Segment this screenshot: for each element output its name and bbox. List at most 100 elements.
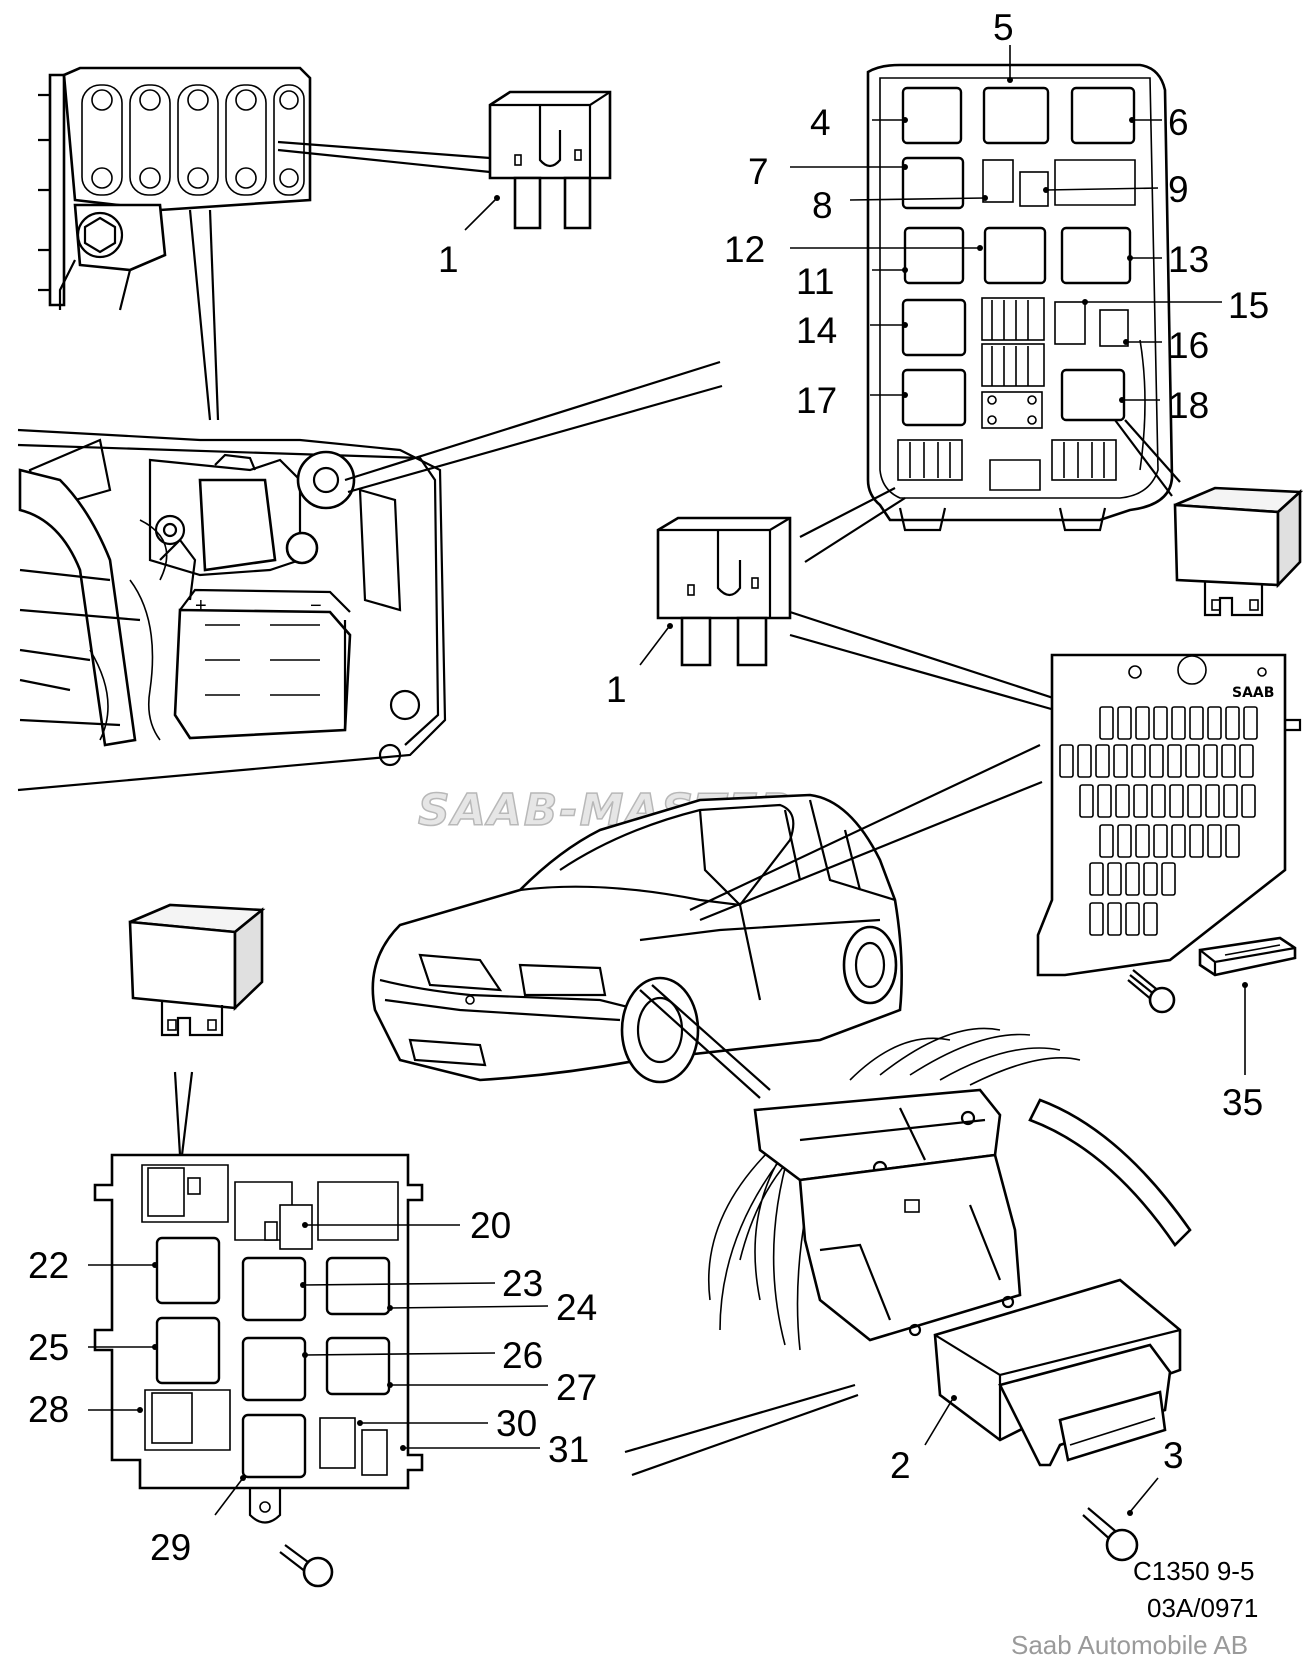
callout-20: 20 <box>470 1205 511 1246</box>
engine-bay-view: + − <box>17 428 447 792</box>
fuse-slot <box>1161 862 1176 896</box>
callout-1-top: 1 <box>438 239 459 280</box>
fuse-slot <box>1239 744 1254 778</box>
fuse-slot <box>1243 706 1258 740</box>
fuse-slot <box>1079 784 1094 818</box>
fuse-slot <box>1143 902 1158 936</box>
fuse-slot <box>1167 744 1182 778</box>
interior-fuse-box: SAAB <box>1036 653 1302 977</box>
callout-22: 22 <box>28 1245 69 1286</box>
callout-7: 7 <box>748 151 769 192</box>
fuse-slot <box>1133 784 1148 818</box>
leaders-engine-box <box>790 45 1222 401</box>
callout-12: 12 <box>724 229 765 270</box>
fuse-slot <box>1135 824 1150 858</box>
engine-fuse-relay-box <box>866 63 1174 532</box>
callout-31: 31 <box>548 1429 589 1470</box>
fuse-slot <box>1207 824 1222 858</box>
fuse-box-brand: SAAB <box>1232 685 1274 701</box>
svg-text:−: − <box>310 595 322 617</box>
callout-26: 26 <box>502 1335 543 1376</box>
callout-1-middle: 1 <box>606 669 627 710</box>
callout-5: 5 <box>993 7 1014 48</box>
screw-module <box>1082 1507 1139 1562</box>
fuse-slot <box>1241 784 1256 818</box>
fuse-slot <box>1205 784 1220 818</box>
callout-23: 23 <box>502 1263 543 1304</box>
callout-27: 27 <box>556 1367 597 1408</box>
screw-relay-box <box>279 1544 334 1588</box>
callout-25: 25 <box>28 1327 69 1368</box>
callout-18: 18 <box>1168 385 1209 426</box>
fuse-slot <box>1187 784 1202 818</box>
callout-28: 28 <box>28 1389 69 1430</box>
fuse-slot <box>1225 824 1240 858</box>
callout-13: 13 <box>1168 239 1209 280</box>
fuse-slot <box>1171 706 1186 740</box>
fuse-clip <box>1198 936 1297 977</box>
callout-16: 16 <box>1168 325 1209 366</box>
fuse-slot <box>1185 744 1200 778</box>
fuse-slot <box>1135 706 1150 740</box>
fuse-slot <box>1097 784 1112 818</box>
battery-fuse-holder <box>38 66 312 311</box>
callout-15: 15 <box>1228 285 1269 326</box>
fuse-slot <box>1207 706 1222 740</box>
fuse-slot <box>1077 744 1092 778</box>
callout-11: 11 <box>796 261 834 302</box>
control-module-harness <box>707 1027 1192 1467</box>
fuse-slot <box>1125 862 1140 896</box>
fuse-slot <box>1099 706 1114 740</box>
callout-6: 6 <box>1168 102 1189 143</box>
fuse-slot <box>1203 744 1218 778</box>
svg-text:+: + <box>195 595 207 617</box>
fuse-slot <box>1125 902 1140 936</box>
fuse-slot <box>1223 784 1238 818</box>
drawing-date: 03A/0971 <box>1147 1593 1258 1623</box>
fuse-slot <box>1171 824 1186 858</box>
blade-fuse-top <box>488 90 612 230</box>
callout-4: 4 <box>810 102 831 143</box>
blade-fuse-middle <box>656 516 792 667</box>
drawing-code: C1350 9-5 <box>1133 1556 1254 1586</box>
car-illustration <box>371 793 903 1084</box>
fuse-slot <box>1131 744 1146 778</box>
callout-14: 14 <box>796 310 837 351</box>
fuse-slot <box>1225 706 1240 740</box>
callout-24: 24 <box>556 1287 597 1328</box>
callout-17: 17 <box>796 380 837 421</box>
fuse-slot <box>1151 784 1166 818</box>
callout-2: 2 <box>890 1445 911 1486</box>
fuse-slot <box>1099 824 1114 858</box>
fuse-slot <box>1189 706 1204 740</box>
callout-8: 8 <box>812 185 833 226</box>
fuse-slot <box>1221 744 1236 778</box>
fuse-slot <box>1113 744 1128 778</box>
relay-left <box>128 903 266 1037</box>
fuse-slot <box>1059 744 1074 778</box>
screw-interior <box>1127 969 1176 1014</box>
fuse-slot <box>1107 862 1122 896</box>
callout-3: 3 <box>1163 1435 1184 1476</box>
fuse-slot <box>1153 706 1168 740</box>
fuse-slot <box>1117 706 1132 740</box>
callout-29: 29 <box>150 1527 191 1568</box>
fuse-slot <box>1115 784 1130 818</box>
leaders-relay-box <box>88 1224 549 1516</box>
interior-relay-box <box>93 1153 424 1524</box>
fuse-slot <box>1089 902 1104 936</box>
fuse-slot <box>1095 744 1110 778</box>
fuse-slot <box>1143 862 1158 896</box>
fuse-slot <box>1089 862 1104 896</box>
fuse-slot <box>1107 902 1122 936</box>
fuse-slot <box>1169 784 1184 818</box>
callout-30: 30 <box>496 1403 537 1444</box>
company-name: Saab Automobile AB <box>1011 1630 1248 1660</box>
relay-right <box>1173 486 1304 617</box>
callout-35: 35 <box>1222 1082 1263 1123</box>
fuse-slot <box>1117 824 1132 858</box>
fuse-slot <box>1153 824 1168 858</box>
fuse-slot <box>1149 744 1164 778</box>
fuse-slot <box>1189 824 1204 858</box>
